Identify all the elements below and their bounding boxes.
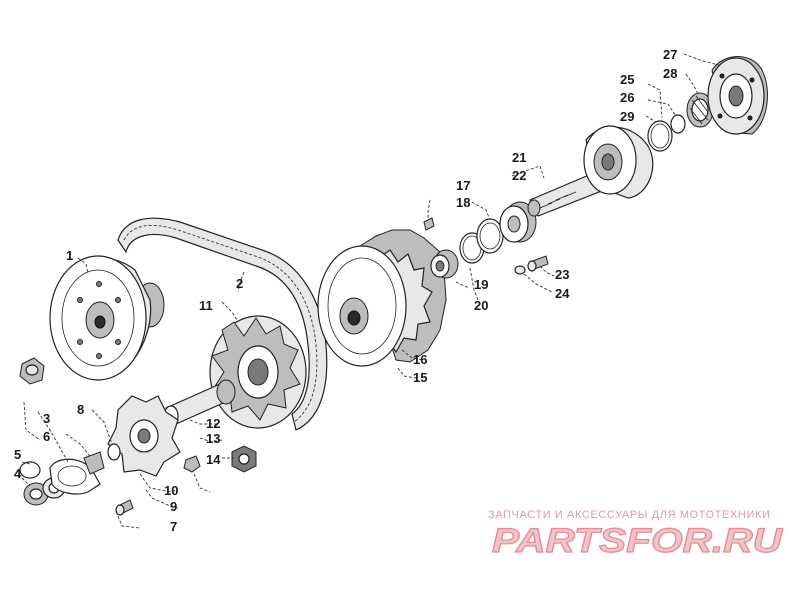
label-28: 28: [663, 66, 677, 81]
watermark-brand: PARTSFOR.RU: [492, 522, 784, 560]
label-13: 13: [206, 431, 220, 446]
label-19: 19: [474, 277, 488, 292]
part-labels: 1 2 3 4 5 6 7 8 9 10 11 12 13 14 15 16 1…: [14, 47, 677, 534]
label-3: 3: [43, 411, 50, 426]
moveable-sheave: [209, 315, 307, 429]
label-18: 18: [456, 195, 470, 210]
label-15: 15: [413, 370, 427, 385]
label-22: 22: [512, 168, 526, 183]
label-11: 11: [199, 298, 213, 313]
label-27: 27: [663, 47, 677, 62]
label-6: 6: [43, 429, 50, 444]
leader-lines: [21, 53, 723, 529]
label-29: 29: [620, 109, 634, 124]
label-8: 8: [77, 402, 84, 417]
label-20: 20: [474, 298, 488, 313]
label-17: 17: [456, 178, 470, 193]
label-26: 26: [620, 90, 634, 105]
drive-clutch: [49, 255, 165, 381]
label-7: 7: [170, 519, 177, 534]
spider-assembly: [107, 395, 181, 477]
label-16: 16: [413, 352, 427, 367]
label-5: 5: [14, 447, 21, 462]
label-12: 12: [206, 416, 220, 431]
watermark: ЗАПЧАСТИ И АКСЕССУАРЫ ДЛЯ МОТОТЕХНИКИ PA…: [488, 509, 784, 561]
drive-belt: [117, 217, 328, 431]
label-14: 14: [206, 452, 221, 467]
watermark-tagline: ЗАПЧАСТИ И АКСЕССУАРЫ ДЛЯ МОТОТЕХНИКИ: [488, 509, 770, 521]
label-1: 1: [66, 248, 73, 263]
housing: [707, 56, 768, 135]
label-25: 25: [620, 72, 634, 87]
label-2: 2: [236, 276, 243, 291]
label-10: 10: [164, 483, 178, 498]
label-23: 23: [555, 267, 569, 282]
driven-clutch: [317, 229, 447, 367]
label-24: 24: [555, 286, 570, 301]
label-4: 4: [14, 466, 22, 481]
output-shaft: [527, 125, 654, 217]
label-9: 9: [170, 499, 177, 514]
rings-and-bearing: [647, 92, 714, 152]
label-21: 21: [512, 150, 526, 165]
left-hardware: [19, 357, 257, 516]
shaft-hardware: [423, 201, 549, 279]
